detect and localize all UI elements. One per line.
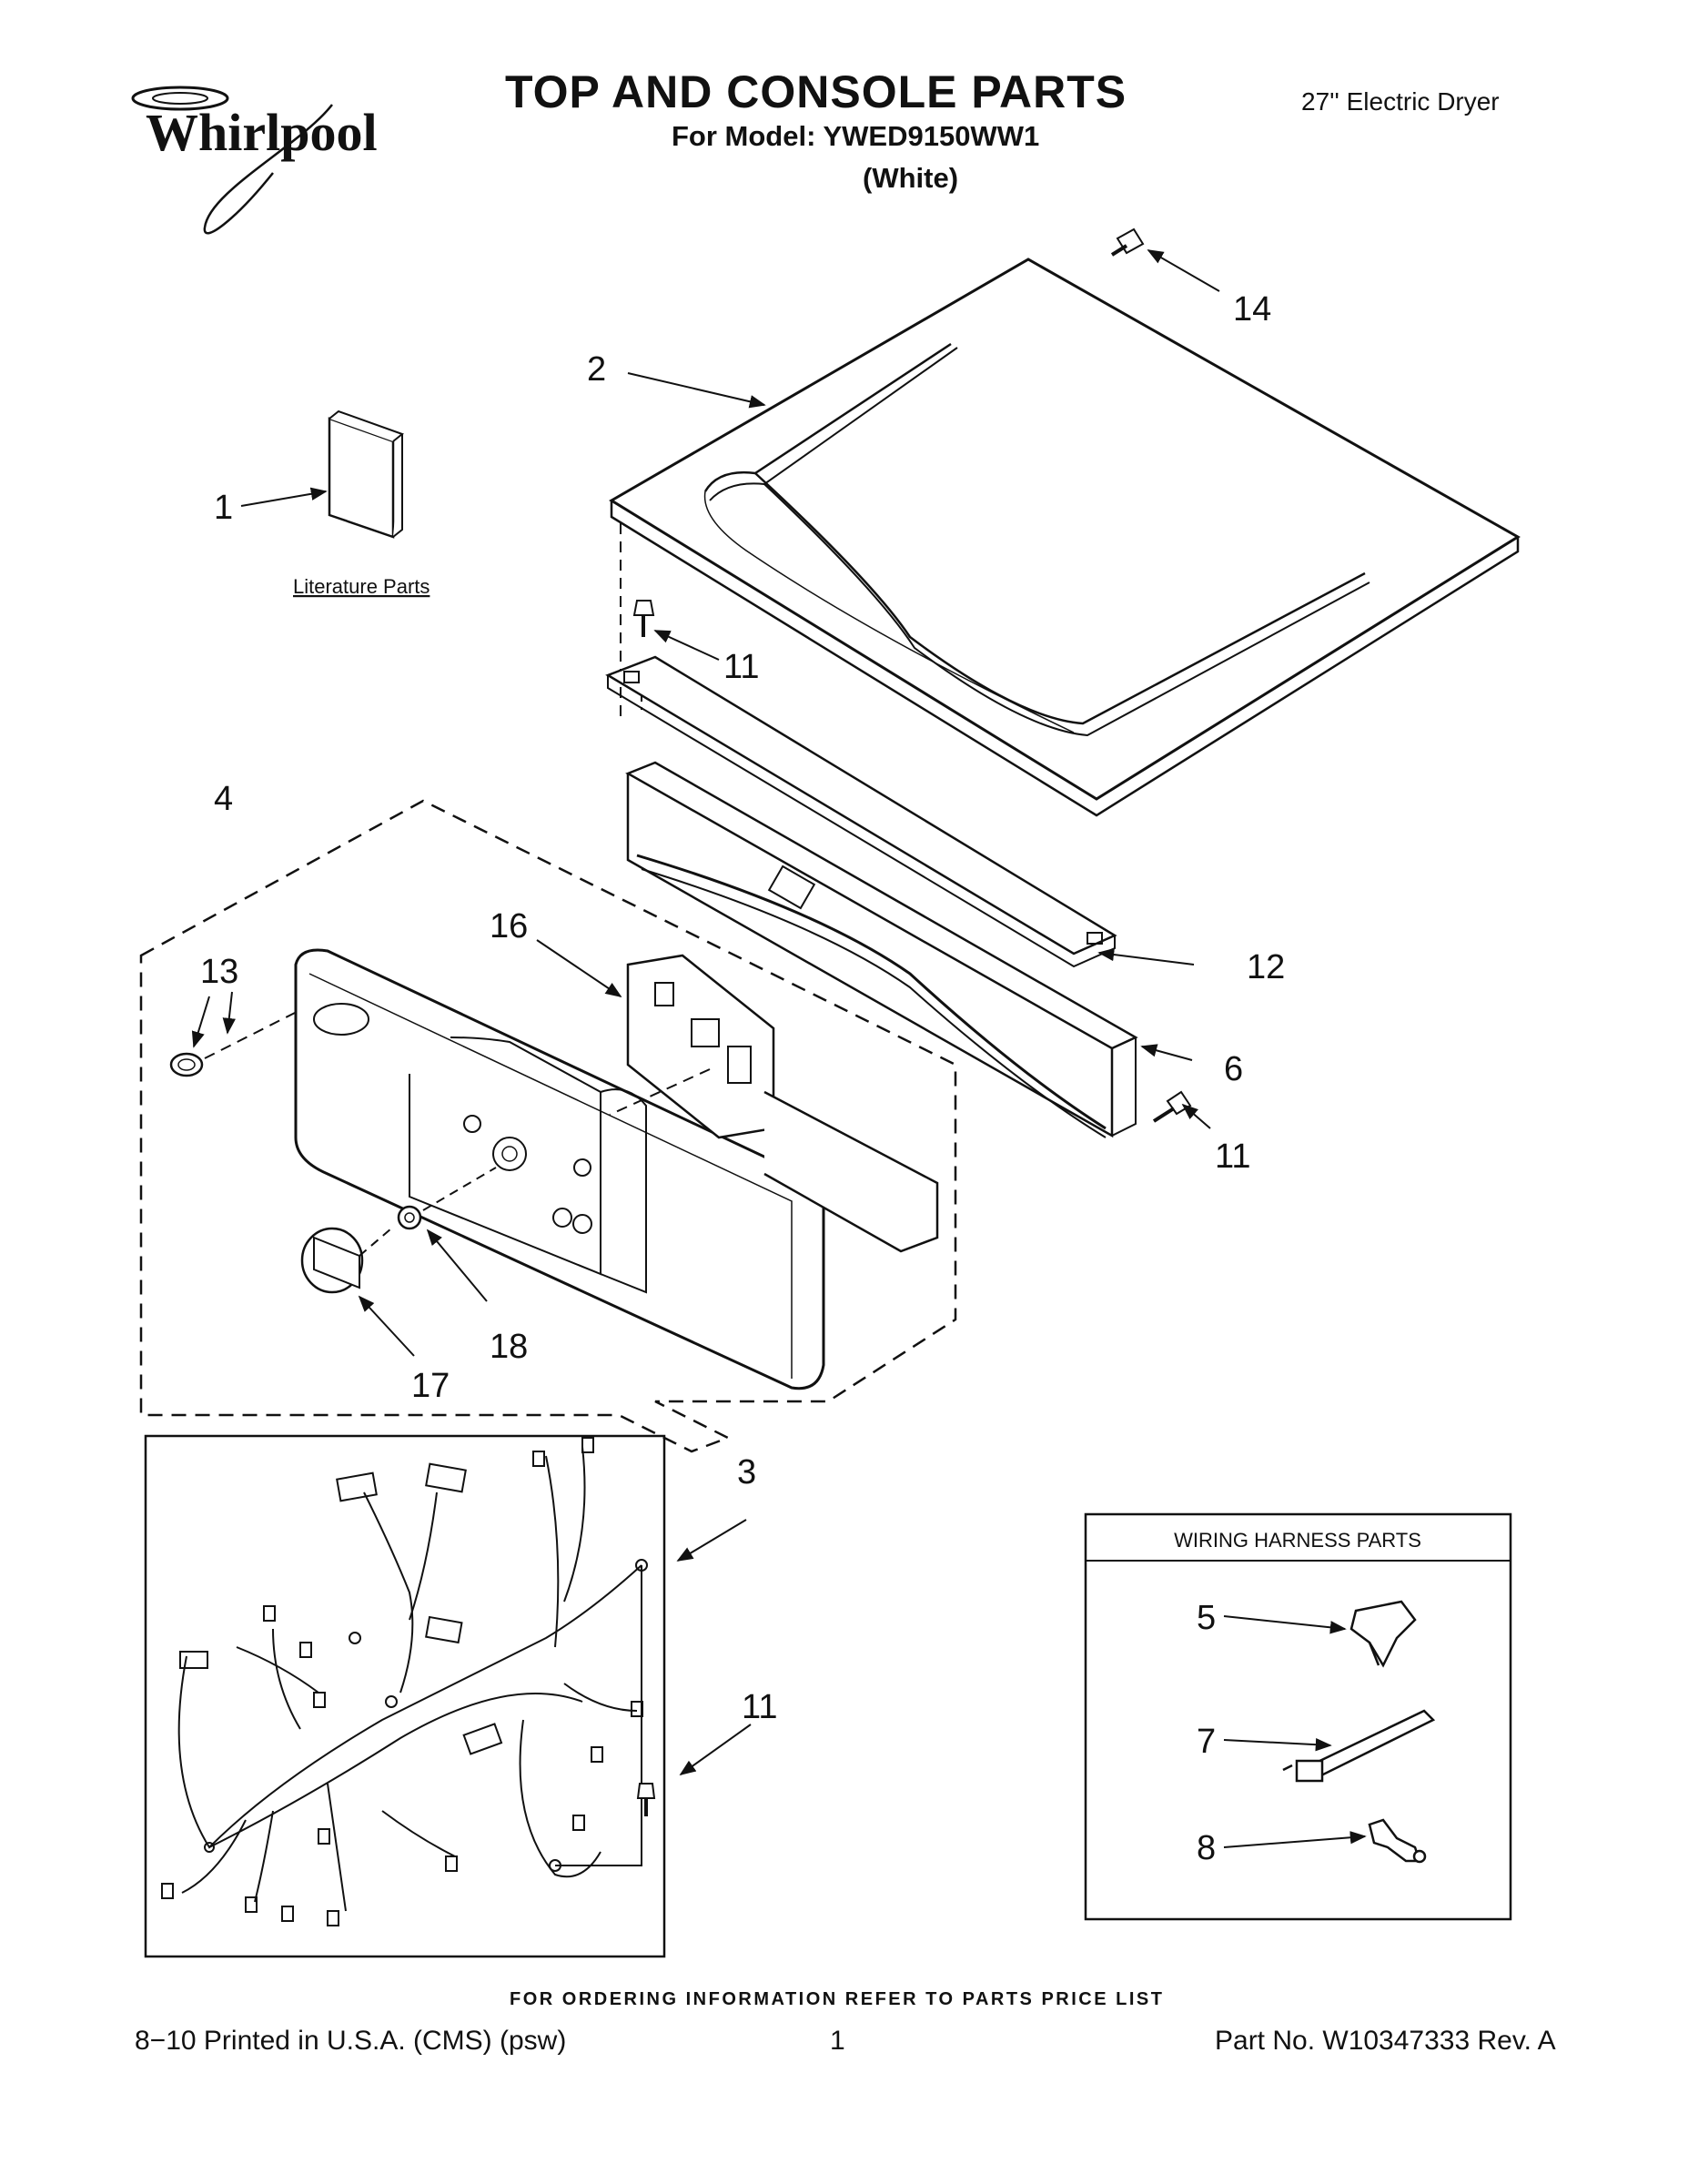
part-number: Part No. W10347333 Rev. A: [1215, 2026, 1556, 2056]
wiring-harness-part: [161, 1437, 648, 1926]
literature-booklet-part: [328, 410, 405, 539]
wiring-harness-parts-box: [1084, 1512, 1512, 1921]
cable-tie-part: [1282, 1709, 1436, 1783]
logo-badge-part: [169, 1052, 204, 1077]
callout-4: 4: [214, 780, 233, 818]
callout-18: 18: [490, 1328, 528, 1366]
terminal-part: [1368, 1818, 1427, 1864]
callout-14: 14: [1233, 290, 1271, 329]
callout-8: 8: [1197, 1829, 1216, 1867]
callout-1: 1: [214, 489, 233, 527]
wiring-harness-parts-title: WIRING HARNESS PARTS: [1174, 1529, 1421, 1552]
ordering-note: FOR ORDERING INFORMATION REFER TO PARTS …: [510, 1989, 1165, 2009]
wiring-harness-box: [144, 1434, 666, 1958]
console-bracket-part: [625, 761, 1138, 1138]
top-panel-part: [609, 258, 1521, 817]
callout-13: 13: [200, 953, 238, 991]
callout-3: 3: [737, 1453, 756, 1491]
callout-16: 16: [490, 907, 528, 945]
harness-clip-part: [1349, 1600, 1417, 1668]
callout-11-lower: 11: [742, 1688, 777, 1726]
callout-2: 2: [587, 350, 606, 389]
model-number: For Model: YWED9150WW1: [672, 120, 1040, 152]
callout-5: 5: [1197, 1599, 1216, 1637]
callout-6: 6: [1224, 1050, 1243, 1088]
console-assembly-boundary: [139, 799, 957, 1453]
control-board-part: [626, 954, 939, 1253]
callout-12: 12: [1247, 948, 1285, 986]
print-info: 8−10 Printed in U.S.A. (CMS) (psw): [135, 2026, 567, 2056]
model-color: (White): [863, 162, 959, 194]
whirlpool-logo: Whirlpool: [131, 86, 378, 235]
mounting-screw-part: [632, 600, 655, 637]
product-type: 27'' Electric Dryer: [1301, 87, 1500, 116]
knob-nut-part: [397, 1205, 422, 1230]
callout-7: 7: [1197, 1723, 1216, 1761]
top-screw-part: [1110, 228, 1145, 257]
callout-17: 17: [411, 1367, 450, 1405]
page-title: TOP AND CONSOLE PARTS: [505, 66, 1127, 117]
console-panel-part: [294, 948, 825, 1390]
control-knob-part: [300, 1227, 364, 1294]
page-number: 1: [830, 2026, 845, 2056]
top-rail-bracket-part: [605, 655, 1117, 968]
literature-parts-label: Literature Parts: [293, 575, 430, 598]
logo-wordmark: Whirlpool: [146, 103, 378, 162]
mounting-screw-part: [636, 1783, 656, 1816]
callout-11-right: 11: [1215, 1138, 1250, 1176]
callout-11-top: 11: [723, 648, 759, 686]
